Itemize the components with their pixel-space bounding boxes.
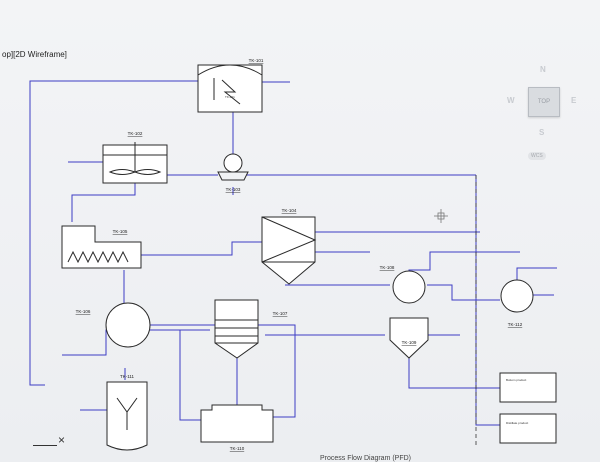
tk-110-label: TK-110 xyxy=(230,446,245,451)
tk-106-label: TK-106 xyxy=(76,309,91,314)
tk-112-label: TK-112 xyxy=(508,322,523,327)
wcs-menu[interactable]: WCS xyxy=(528,152,546,160)
distillate-product-label: Distillate product xyxy=(506,421,528,425)
drawing-title: Process Flow Diagram (PFD) xyxy=(320,455,412,462)
tk-109-label: TK-109 xyxy=(402,340,417,345)
flow-lines xyxy=(29,80,557,426)
viewcube-top-face[interactable]: TOP xyxy=(528,87,560,117)
tk-104-settler[interactable] xyxy=(261,216,317,285)
crosshair-cursor-icon xyxy=(434,209,448,223)
tk-103-label: TK-103 xyxy=(226,187,241,192)
tk-104-label: TK-104 xyxy=(282,208,297,213)
tk-101-inner-label: TK-101 xyxy=(225,95,235,99)
tk-101-vessel[interactable]: TK-101 xyxy=(197,64,263,113)
tk-108-label: TK-108 xyxy=(380,265,395,270)
close-command-icon[interactable]: × xyxy=(58,433,66,447)
tk-103-pump[interactable] xyxy=(217,153,249,181)
tk-105-heater[interactable] xyxy=(61,225,142,269)
tk-106-sphere[interactable] xyxy=(105,302,151,348)
tk-107-label: TK-107 xyxy=(273,311,288,316)
command-line-divider xyxy=(33,445,57,446)
bottom-product-box[interactable]: Bottom product xyxy=(499,372,557,403)
viewport-view-label[interactable]: op][2D Wireframe] xyxy=(2,50,67,59)
tk-111-cyclone[interactable] xyxy=(106,381,148,451)
tk-108-pump[interactable] xyxy=(392,270,426,304)
tk-105-label: TK-105 xyxy=(113,229,128,234)
tk-107-column[interactable] xyxy=(214,299,259,359)
viewcube-east[interactable]: E xyxy=(571,96,577,105)
tk-102-mixer[interactable] xyxy=(102,142,168,184)
viewcube-west[interactable]: W xyxy=(507,96,515,105)
tk-111-label: TK-111 xyxy=(120,374,135,379)
tk-112-pump[interactable] xyxy=(500,279,534,313)
tk-101-label: TK-101 xyxy=(249,58,264,63)
bottom-product-label: Bottom product xyxy=(506,378,527,382)
viewcube-south[interactable]: S xyxy=(539,128,545,137)
distillate-product-box[interactable]: Distillate product xyxy=(499,413,557,444)
tk-109-hopper[interactable] xyxy=(389,317,429,359)
tk-102-label: TK-102 xyxy=(128,131,143,136)
tk-110-tank[interactable] xyxy=(200,404,274,443)
viewcube-north[interactable]: N xyxy=(540,65,546,74)
